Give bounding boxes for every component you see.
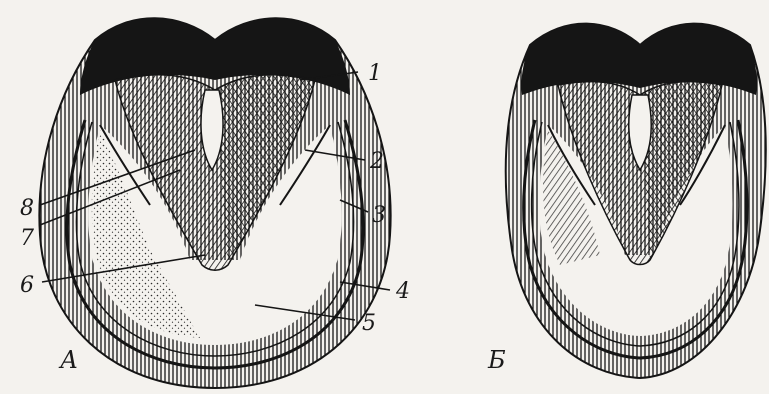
panel-a-caption: А	[58, 346, 78, 374]
panel-b-caption: Б	[487, 346, 506, 374]
callout-6: 6	[20, 273, 34, 298]
callout-8: 8	[20, 196, 34, 221]
callout-3: 3	[372, 203, 386, 228]
callout-4: 4	[395, 279, 410, 304]
panel-b: Б	[487, 24, 766, 378]
callout-7: 7	[20, 226, 34, 251]
callout-5: 5	[362, 311, 376, 336]
callout-2: 2	[369, 149, 384, 174]
callout-1: 1	[368, 61, 382, 86]
panel-a: 1 2 3 4 5 6 7 8 А	[20, 18, 410, 388]
